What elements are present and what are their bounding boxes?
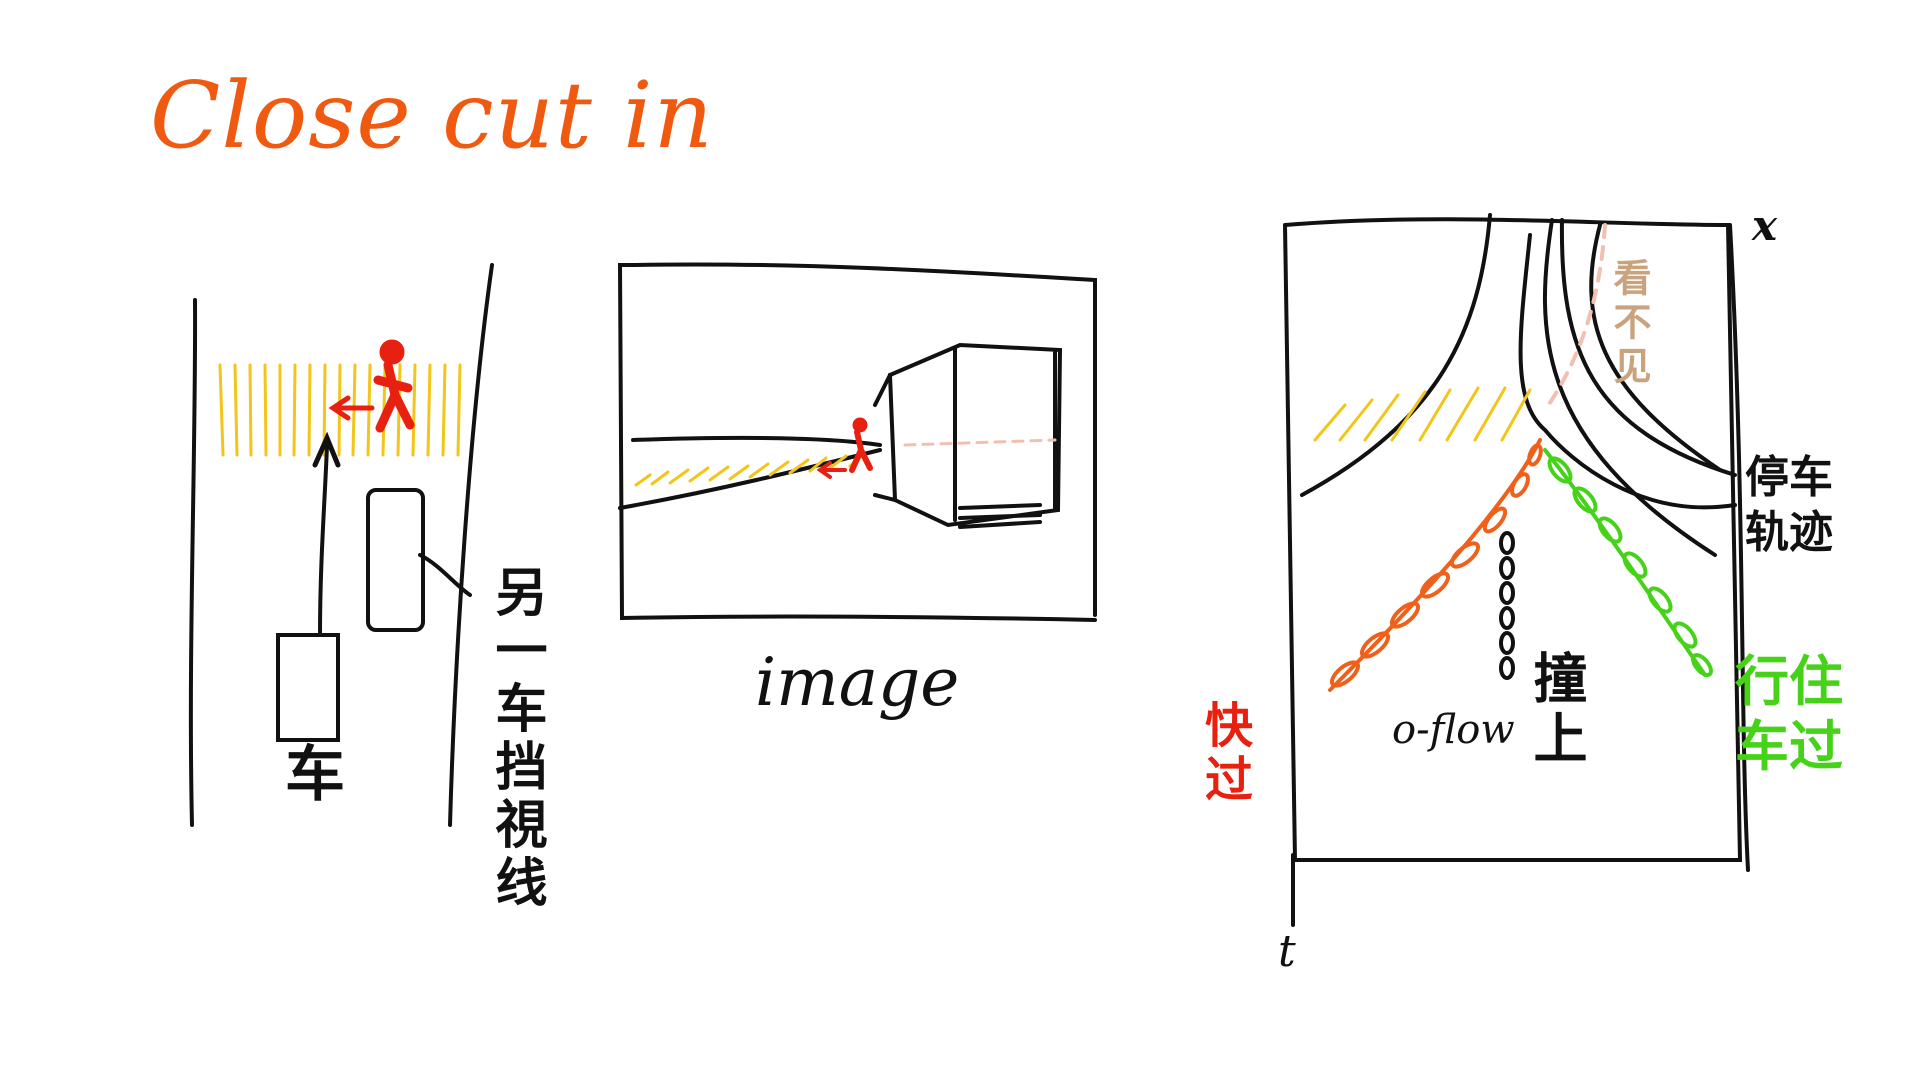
page-title: Close cut in (150, 62, 714, 169)
stop-trajectory-text: 停车轨迹 (1745, 452, 1833, 558)
panel-xt-plot (1283, 213, 1750, 927)
crosswalk-xt (1313, 386, 1532, 442)
horizon-line (631, 435, 882, 447)
stop-trajectory-label: 停车轨迹 (1745, 450, 1865, 560)
pedestrian-arrow-icon (328, 395, 375, 421)
crosswalk-perspective (634, 452, 866, 487)
blocking-vehicle (366, 488, 425, 632)
unseen-label: 看不见 (1607, 258, 1651, 390)
ego-car-label: 车 (285, 740, 345, 810)
crossing-boundary-curve (1300, 213, 1492, 497)
image-caption: image (755, 644, 960, 721)
hidden-trajectory (1543, 223, 1607, 412)
road-right-edge (448, 263, 494, 827)
yield-text: 行住车过 (1735, 650, 1843, 778)
pedestrian-small-icon (816, 417, 873, 479)
yield-trajectory (1543, 448, 1713, 677)
truck (887, 342, 1063, 529)
stop-trajectory-2 (1559, 218, 1737, 477)
image-frame (617, 262, 1097, 622)
oflow-trajectory (1499, 531, 1515, 680)
collide-label: 撞上 (1524, 650, 1587, 770)
ego-trajectory-arrow (318, 443, 329, 637)
axis-t-label: t (1278, 926, 1296, 977)
road-left-edge (188, 298, 198, 827)
stop-trajectory-1 (1542, 218, 1717, 557)
fast-pass-label: 快过 (1196, 700, 1252, 808)
fast-pass-trajectory (1328, 438, 1543, 692)
blocker-pointer (418, 553, 472, 597)
plot-right-extension (1728, 223, 1750, 872)
panel-camera-image (617, 262, 1097, 622)
truck-rear-edge (873, 373, 897, 502)
blocker-label: 另一车挡視线 (486, 565, 546, 913)
yield-label: 行住车过 (1735, 650, 1865, 780)
road-edge-line (618, 448, 882, 510)
axis-x-label: x (1752, 201, 1778, 250)
stop-trajectory-3 (1518, 233, 1737, 510)
pedestrian-icon (328, 339, 415, 433)
unseen-ray (903, 438, 1057, 447)
oflow-label: o-flow (1392, 707, 1515, 753)
ego-car (276, 633, 340, 742)
